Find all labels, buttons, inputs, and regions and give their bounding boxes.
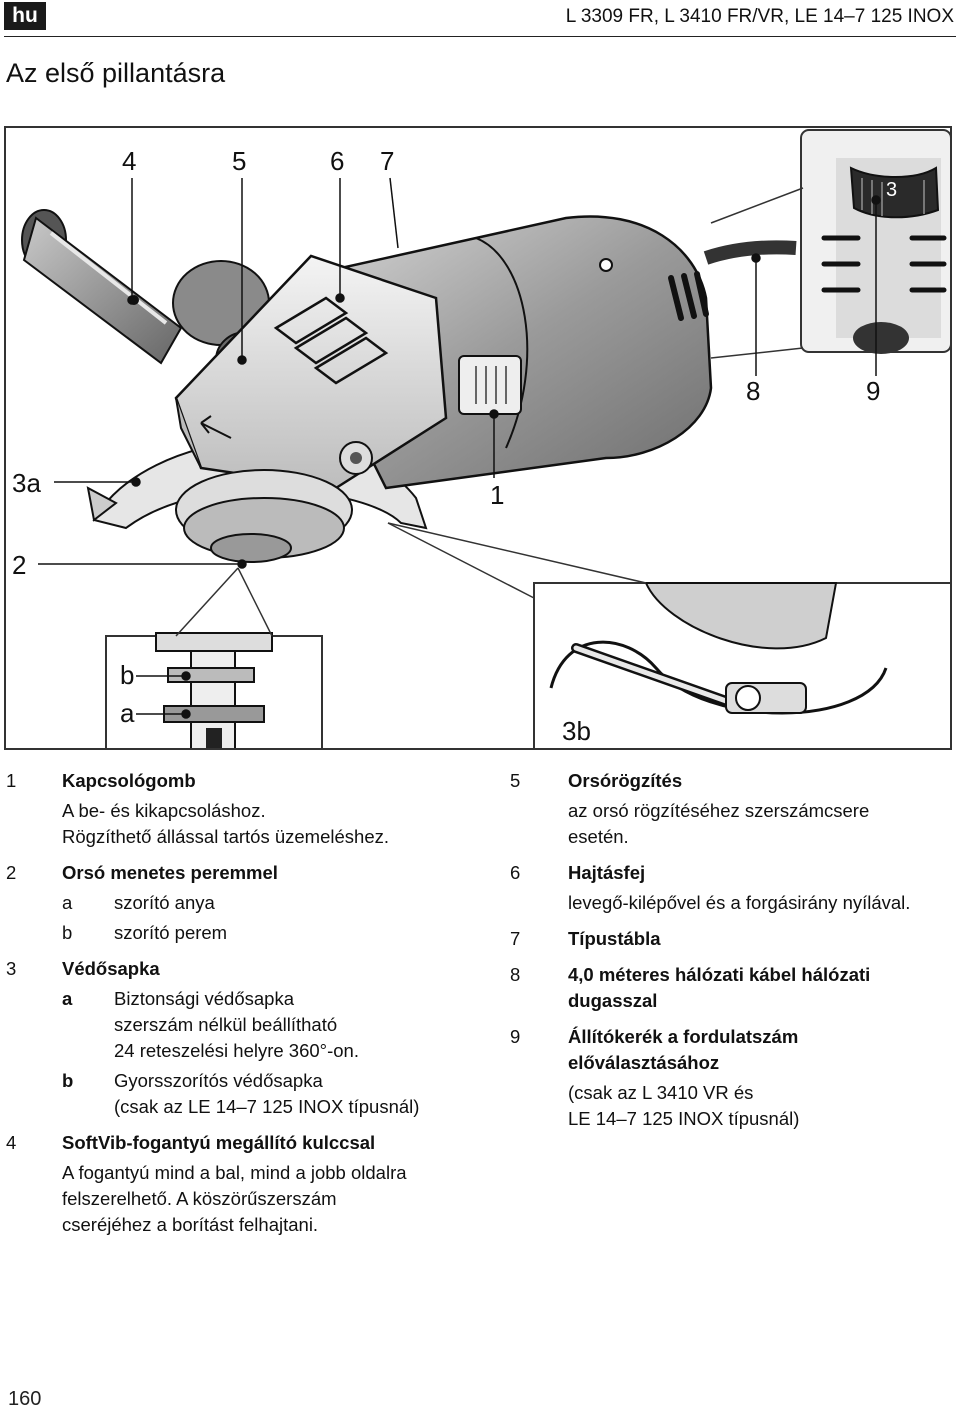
callout-3b: 3b — [562, 716, 591, 746]
legend-item-number: 2 — [6, 862, 17, 883]
legend-item-title: Típustábla — [568, 928, 661, 949]
legend-item-number: 4 — [6, 1132, 17, 1153]
legend-sub-letter: b — [62, 1070, 74, 1091]
legend-item-number: 9 — [510, 1026, 521, 1047]
legend-item-text: felszerelhető. A köszörűszerszám — [62, 1188, 337, 1209]
gear-head — [174, 254, 448, 490]
legend-item-text: Rögzíthető állással tartós üzemeléshez. — [62, 826, 390, 847]
flange-detail-inset — [105, 632, 323, 748]
legend-item-number: 7 — [510, 928, 521, 949]
legend-item-number: 3 — [6, 958, 17, 979]
legend-right: 5 Orsórögzítés az orsó rögzítéséhez szer… — [480, 0, 960, 1412]
rotation-direction-arrow-icon — [200, 415, 232, 439]
legend-item-title: 4,0 méteres hálózati kábel hálózati — [568, 964, 871, 985]
legend-sub-text: szorító perem — [114, 922, 228, 943]
callout-6: 6 — [330, 146, 345, 176]
callout-8: 8 — [746, 376, 761, 406]
legend-item-title: Orsórögzítés — [568, 770, 683, 791]
legend-item-number: 1 — [6, 770, 17, 791]
legend-item-title: Hajtásfej — [568, 862, 646, 883]
legend-sub-text: szerszám nélkül beállítható — [114, 1014, 338, 1035]
legend-sub-text: (csak az LE 14–7 125 INOX típusnál) — [114, 1096, 420, 1117]
legend-item-number: 6 — [510, 862, 521, 883]
callout-5: 5 — [232, 146, 247, 176]
legend-item-text: cseréjéhez a borítást felhajtani. — [62, 1214, 319, 1235]
header-divider — [4, 36, 956, 37]
legend-sub-text: Biztonsági védősapka — [114, 988, 294, 1009]
legend-item-title: dugasszal — [568, 990, 658, 1011]
legend-item-number: 8 — [510, 964, 521, 985]
legend-item-title: Állítókerék a fordulatszám — [568, 1026, 799, 1047]
legend-item-title: Kapcsológomb — [62, 770, 196, 791]
callout-9: 9 — [866, 376, 881, 406]
angle-grinder-illustration: 4 5 6 7 8 9 3a 1 2 b a 3b 3 — [4, 126, 952, 750]
quick-clamp-guard-inset — [533, 582, 950, 748]
power-cable — [703, 240, 797, 265]
legend-item-text: A be- és kikapcsoláshoz. — [62, 800, 266, 821]
legend-sub-text: szorító anya — [114, 892, 215, 913]
page-title: Az első pillantásra — [6, 58, 226, 88]
legend-item-title: előválasztásához — [568, 1052, 720, 1073]
model-list: L 3309 FR, L 3410 FR/VR, LE 14–7 125 INO… — [565, 6, 954, 27]
legend-item-number: 5 — [510, 770, 521, 791]
callout-3a: 3a — [12, 468, 41, 498]
legend-item-text: az orsó rögzítéséhez szerszámcsere — [568, 800, 870, 821]
legend-item-text: levegő-kilépővel és a forgásirány nyíláv… — [568, 892, 911, 913]
callout-4: 4 — [122, 146, 137, 176]
legend-item-text: (csak az L 3410 VR és — [568, 1082, 754, 1103]
legend-item-text: esetén. — [568, 826, 629, 847]
callout-1: 1 — [490, 480, 505, 510]
legend-sub-letter: b — [62, 922, 73, 943]
legend-item-text: A fogantyú mind a bal, mind a jobb oldal… — [62, 1162, 407, 1183]
legend-sub-text: Gyorsszorítós védősapka — [114, 1070, 323, 1091]
speed-dial-number: 3 — [886, 179, 898, 201]
legend-item-title: SoftVib-fogantyú megállító kulccsal — [62, 1132, 376, 1153]
page-number: 160 — [8, 1388, 42, 1410]
callout-b: b — [120, 660, 135, 690]
callout-7: 7 — [380, 146, 395, 176]
legend-sub-letter: a — [62, 892, 73, 913]
spindle-flange-assembly — [175, 469, 353, 563]
legend-item-text: LE 14–7 125 INOX típusnál) — [568, 1108, 800, 1129]
callout-a: a — [120, 698, 135, 728]
callout-2: 2 — [12, 550, 27, 580]
legend-left: 1 Kapcsológomb A be- és kikapcsoláshoz. … — [6, 770, 420, 1235]
legend-sub-letter: a — [62, 988, 73, 1009]
language-badge: hu — [4, 2, 46, 30]
legend-item-title: Védősapka — [62, 958, 160, 979]
grinder-drawing — [21, 129, 950, 748]
legend-item-title: Orsó menetes peremmel — [62, 862, 278, 883]
legend-sub-text: 24 reteszelési helyre 360°-on. — [114, 1040, 359, 1061]
